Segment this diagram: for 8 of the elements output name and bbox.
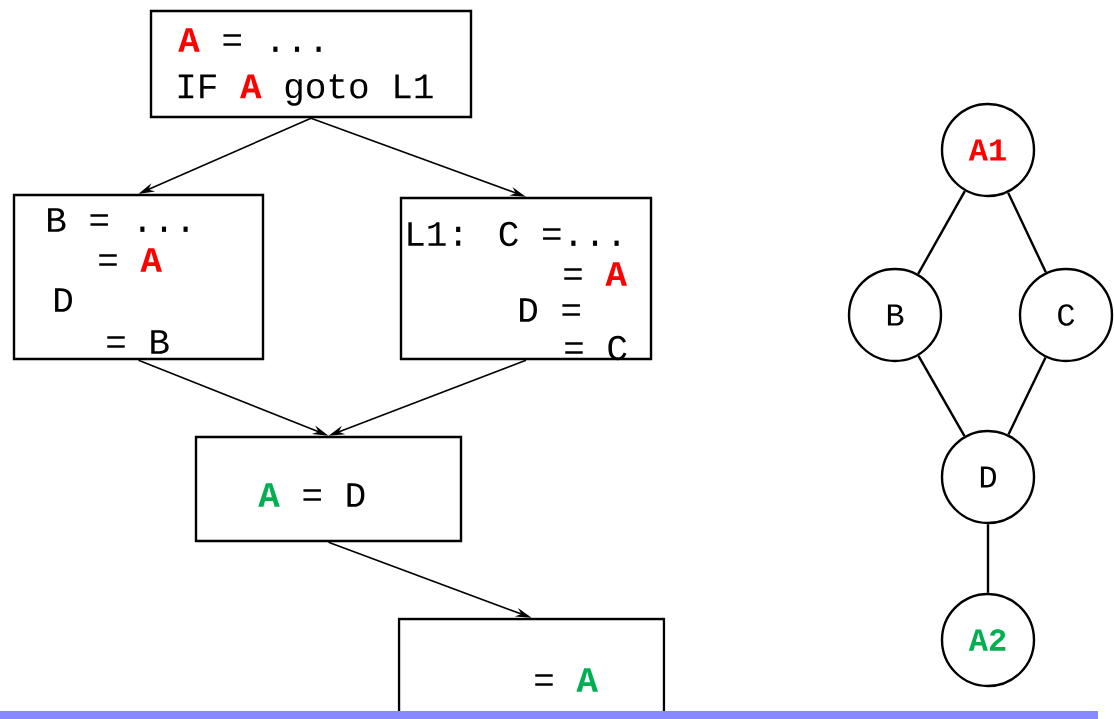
code-box: A = ... IF A goto L1 <box>149 9 473 119</box>
connector-line <box>917 355 966 437</box>
connector-line <box>917 190 966 275</box>
code-box: A = D <box>194 435 463 543</box>
connector-line <box>1007 192 1047 273</box>
connector-line <box>986 524 990 593</box>
connector-line <box>1007 357 1047 435</box>
code-box: B = ... = A D = B <box>12 193 265 361</box>
